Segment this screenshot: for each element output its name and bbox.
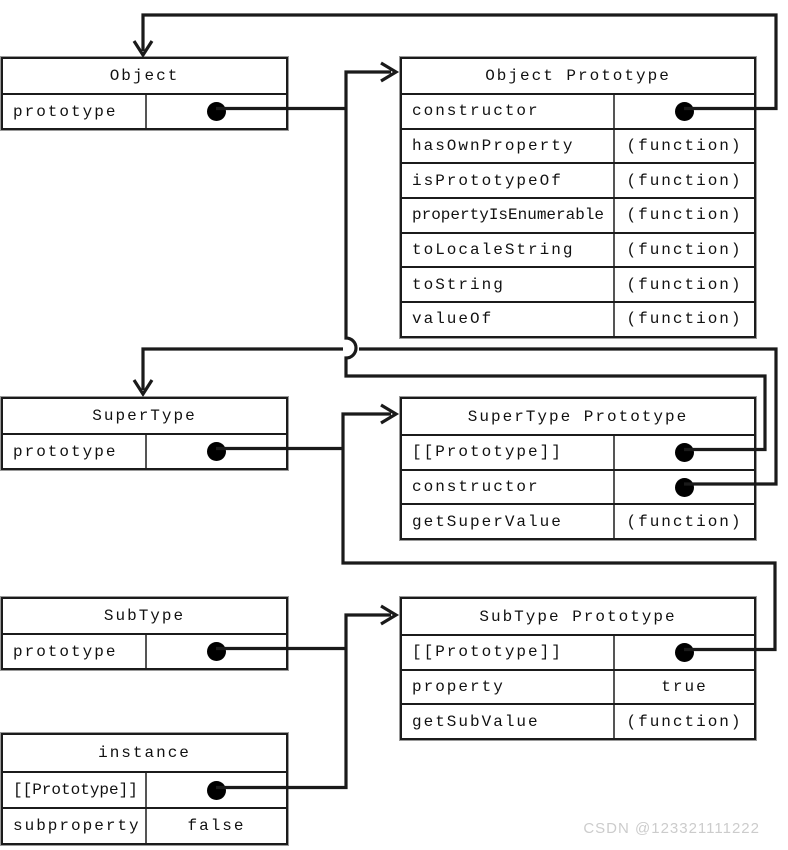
property-row: constructor — [402, 93, 754, 128]
property-row: toString (function) — [402, 266, 754, 302]
property-row: valueOf (function) — [402, 301, 754, 336]
property-name: [[Prototype]] — [412, 643, 563, 662]
property-name: subproperty — [13, 817, 141, 835]
property-value: (function) — [613, 199, 754, 232]
property-row: [[Prototype]] — [3, 771, 286, 807]
property-name: toLocaleString — [412, 241, 575, 260]
pointer-bullet — [207, 442, 226, 461]
property-name: prototype — [13, 102, 118, 121]
property-name: hasOwnProperty — [412, 137, 575, 156]
box-subtype: SubType prototype — [0, 596, 289, 671]
property-name: propertyIsEnumerable — [412, 206, 605, 225]
property-row: getSubValue (function) — [402, 703, 754, 739]
property-value: (function) — [613, 505, 754, 539]
property-row: [[Prototype]] — [402, 434, 754, 469]
property-value: (function) — [613, 303, 754, 336]
pointer-bullet — [675, 477, 694, 497]
arrowhead-to-supertype — [132, 379, 154, 397]
box-object-prototype: Object Prototype constructor hasOwnPropert… — [399, 56, 757, 339]
property-name: getSubValue — [412, 712, 540, 731]
watermark: CSDN @123321111222 — [583, 820, 760, 837]
box-title-subtype: SubType — [103, 607, 186, 625]
property-value: (function) — [613, 164, 754, 198]
property-row: property true — [402, 668, 754, 704]
box-supertype: SuperType prototype — [0, 396, 289, 471]
property-value-pointer — [613, 95, 754, 128]
property-row: [[Prototype]] — [402, 634, 754, 669]
property-name: constructor — [412, 478, 540, 497]
property-value: (function) — [613, 233, 754, 267]
property-name: isPrototypeOf — [412, 171, 563, 190]
property-value: (function) — [613, 705, 754, 739]
arrowhead-to-supertype-prototype — [380, 403, 400, 425]
property-value: (function) — [613, 268, 754, 302]
property-row: prototype — [3, 93, 286, 128]
property-value-pointer — [145, 635, 286, 668]
property-name: constructor — [412, 102, 540, 121]
box-title-supertype-prototype: SuperType Prototype — [467, 407, 689, 426]
pointer-bullet — [675, 101, 694, 121]
box-subtype-prototype: SubType Prototype [[Prototype]] property tr… — [399, 595, 757, 742]
box-supertype-prototype: SuperType Prototype [[Prototype]] construc… — [399, 395, 757, 542]
property-name: prototype — [13, 442, 118, 461]
box-object: Object prototype — [0, 56, 289, 131]
property-row: constructor — [402, 468, 754, 504]
property-name: [[Prototype]] — [13, 781, 138, 799]
property-row: hasOwnProperty (function) — [402, 127, 754, 163]
property-value-pointer — [145, 95, 286, 128]
box-title-object-prototype: Object Prototype — [485, 67, 671, 85]
property-row: propertyIsEnumerable (function) — [402, 197, 754, 232]
box-title-supertype: SuperType — [92, 407, 197, 425]
pointer-bullet — [675, 442, 694, 462]
property-name: valueOf — [412, 310, 494, 329]
property-row: prototype — [3, 433, 286, 468]
box-title-instance: instance — [98, 744, 191, 762]
property-name: [[Prototype]] — [412, 443, 563, 462]
property-value-pointer — [613, 436, 754, 469]
box-title-subtype-prototype: SubType Prototype — [479, 607, 677, 626]
property-row: prototype — [3, 633, 286, 668]
property-name: toString — [412, 275, 505, 294]
property-name: prototype — [13, 642, 118, 661]
property-value-pointer — [613, 470, 754, 504]
property-row: toLocaleString (function) — [402, 231, 754, 267]
property-name: property — [412, 678, 505, 697]
arrowhead-to-object — [132, 40, 154, 58]
property-value-pointer — [145, 773, 286, 807]
property-row: getSuperValue (function) — [402, 503, 754, 539]
property-row: isPrototypeOf (function) — [402, 162, 754, 198]
box-title-object: Object — [109, 67, 180, 85]
pointer-bullet — [207, 780, 226, 800]
property-value-pointer — [613, 636, 754, 669]
arrowhead-to-object-prototype — [380, 61, 400, 83]
pointer-bullet — [207, 642, 226, 661]
arrowhead-to-subtype-prototype — [380, 604, 400, 626]
property-value-pointer — [145, 435, 286, 468]
property-name: getSuperValue — [412, 512, 563, 531]
property-value: (function) — [613, 129, 754, 163]
property-value: true — [613, 670, 754, 704]
pointer-bullet — [207, 102, 226, 121]
property-value: false — [145, 809, 286, 843]
pointer-bullet — [675, 642, 694, 662]
